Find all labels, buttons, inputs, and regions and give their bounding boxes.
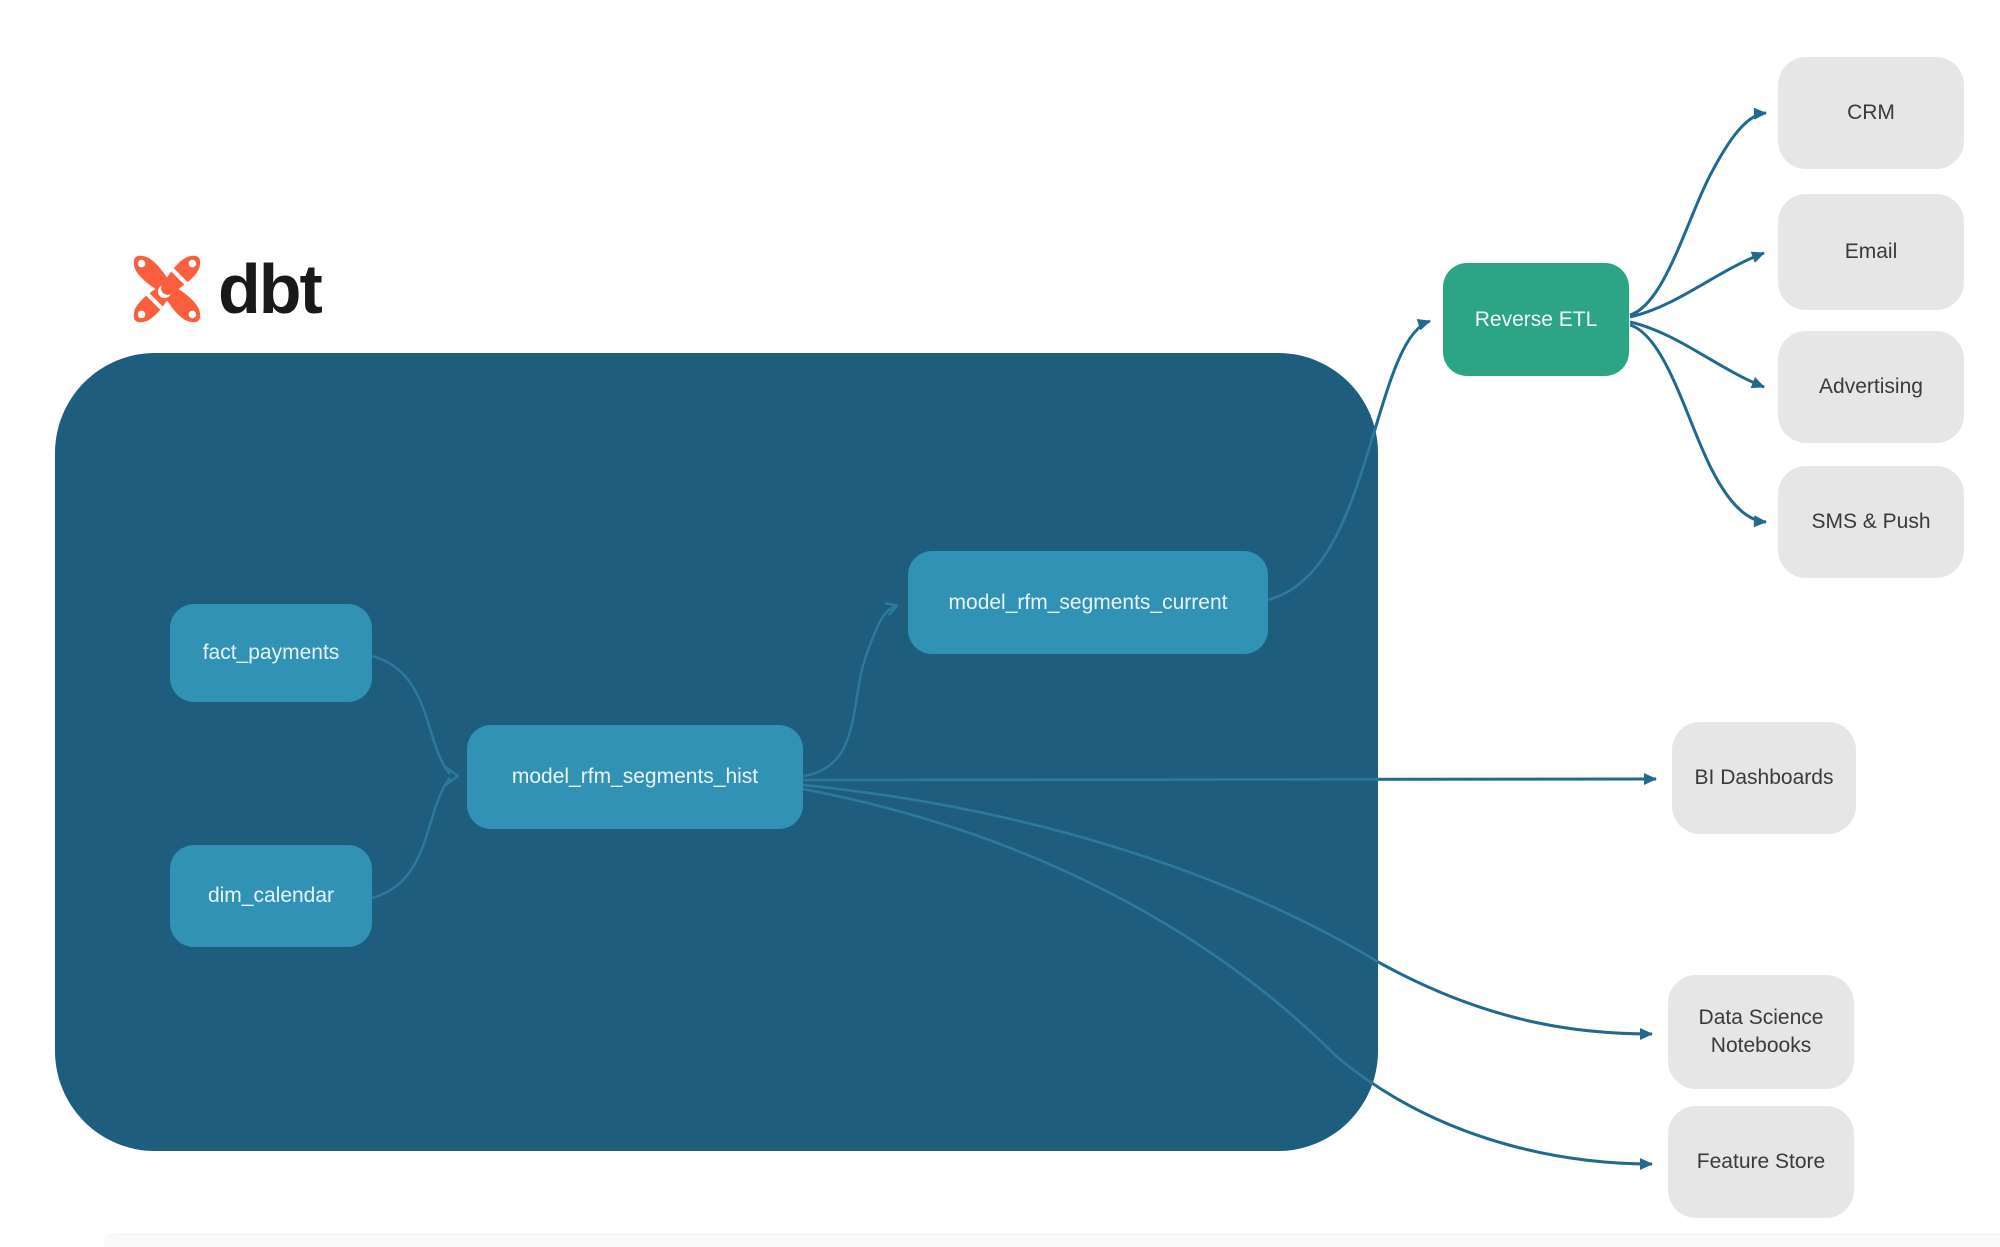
node-label: Email bbox=[1844, 240, 1898, 264]
edge-reverse-etl-to-email bbox=[1629, 251, 1765, 319]
node-label: Feature Store bbox=[1696, 1150, 1826, 1174]
node-model-rfm-segments-current: model_rfm_segments_current bbox=[908, 551, 1268, 654]
dbt-wordmark: dbt bbox=[218, 250, 323, 328]
node-feature-store: Feature Store bbox=[1668, 1106, 1854, 1218]
node-label: Reverse ETL bbox=[1474, 307, 1598, 331]
page-fold-divider bbox=[104, 1234, 2000, 1247]
node-label: model_rfm_segments_current bbox=[948, 590, 1228, 614]
node-label: CRM bbox=[1847, 101, 1895, 125]
node-sms-push: SMS & Push bbox=[1778, 466, 1964, 578]
node-reverse-etl: Reverse ETL bbox=[1443, 263, 1629, 376]
node-email: Email bbox=[1778, 194, 1964, 310]
edge-reverse-etl-to-advertising bbox=[1629, 320, 1765, 389]
node-label: Advertising bbox=[1819, 375, 1923, 399]
node-label: dim_calendar bbox=[207, 884, 335, 908]
node-label: fact_payments bbox=[202, 641, 340, 665]
node-model-rfm-segments-hist: model_rfm_segments_hist bbox=[467, 725, 803, 829]
node-label: BI Dashboards bbox=[1694, 766, 1834, 790]
dbt-supernova-icon bbox=[133, 255, 201, 323]
node-label: SMS & Push bbox=[1811, 510, 1931, 534]
node-advertising: Advertising bbox=[1778, 331, 1964, 443]
node-label: Data Science Notebooks bbox=[1698, 1006, 1824, 1057]
edge-reverse-etl-to-crm bbox=[1629, 107, 1767, 317]
node-label: model_rfm_segments_hist bbox=[511, 765, 759, 789]
edge-reverse-etl-to-sms-push bbox=[1629, 323, 1767, 528]
dbt-logo: dbt bbox=[126, 248, 323, 330]
node-bi-dashboards: BI Dashboards bbox=[1672, 722, 1856, 834]
node-fact-payments: fact_payments bbox=[170, 604, 372, 702]
node-dim-calendar: dim_calendar bbox=[170, 845, 372, 947]
node-data-science-notebooks: Data Science Notebooks bbox=[1668, 975, 1854, 1089]
node-crm: CRM bbox=[1778, 57, 1964, 169]
